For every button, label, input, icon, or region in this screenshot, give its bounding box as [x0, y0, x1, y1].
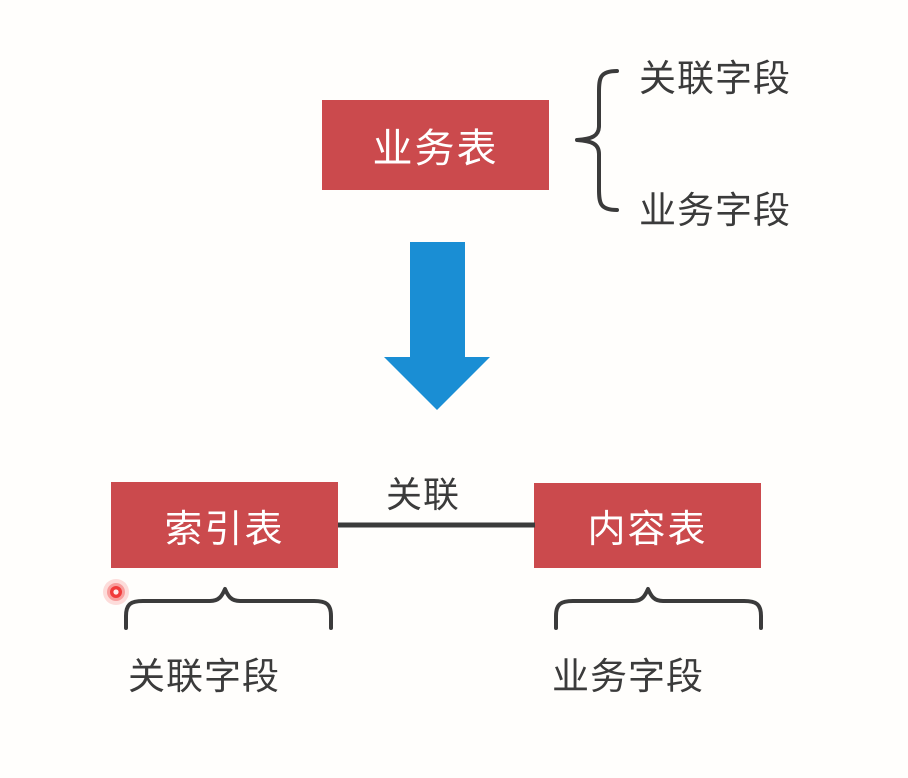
right-bottom-curly-brace-icon	[554, 587, 763, 630]
index-table-label: 索引表	[164, 508, 285, 551]
index-table-box[interactable]: 索引表	[111, 482, 338, 568]
business-table-box[interactable]: 业务表	[322, 100, 549, 190]
business-table-label: 业务表	[372, 127, 499, 171]
top-business-field-label: 业务字段	[639, 190, 791, 231]
content-table-label: 内容表	[587, 509, 708, 551]
bottom-business-field-label: 业务字段	[552, 656, 704, 697]
top-curly-brace-icon	[575, 69, 619, 212]
content-table-box[interactable]: 内容表	[534, 483, 761, 568]
bottom-relation-field-label: 关联字段	[128, 656, 280, 697]
connector-relation-label: 关联	[386, 474, 461, 515]
top-relation-field-label: 关联字段	[639, 58, 791, 99]
left-bottom-curly-brace-icon	[124, 587, 333, 630]
click-marker-icon	[103, 579, 129, 605]
down-arrow-icon	[384, 242, 490, 410]
